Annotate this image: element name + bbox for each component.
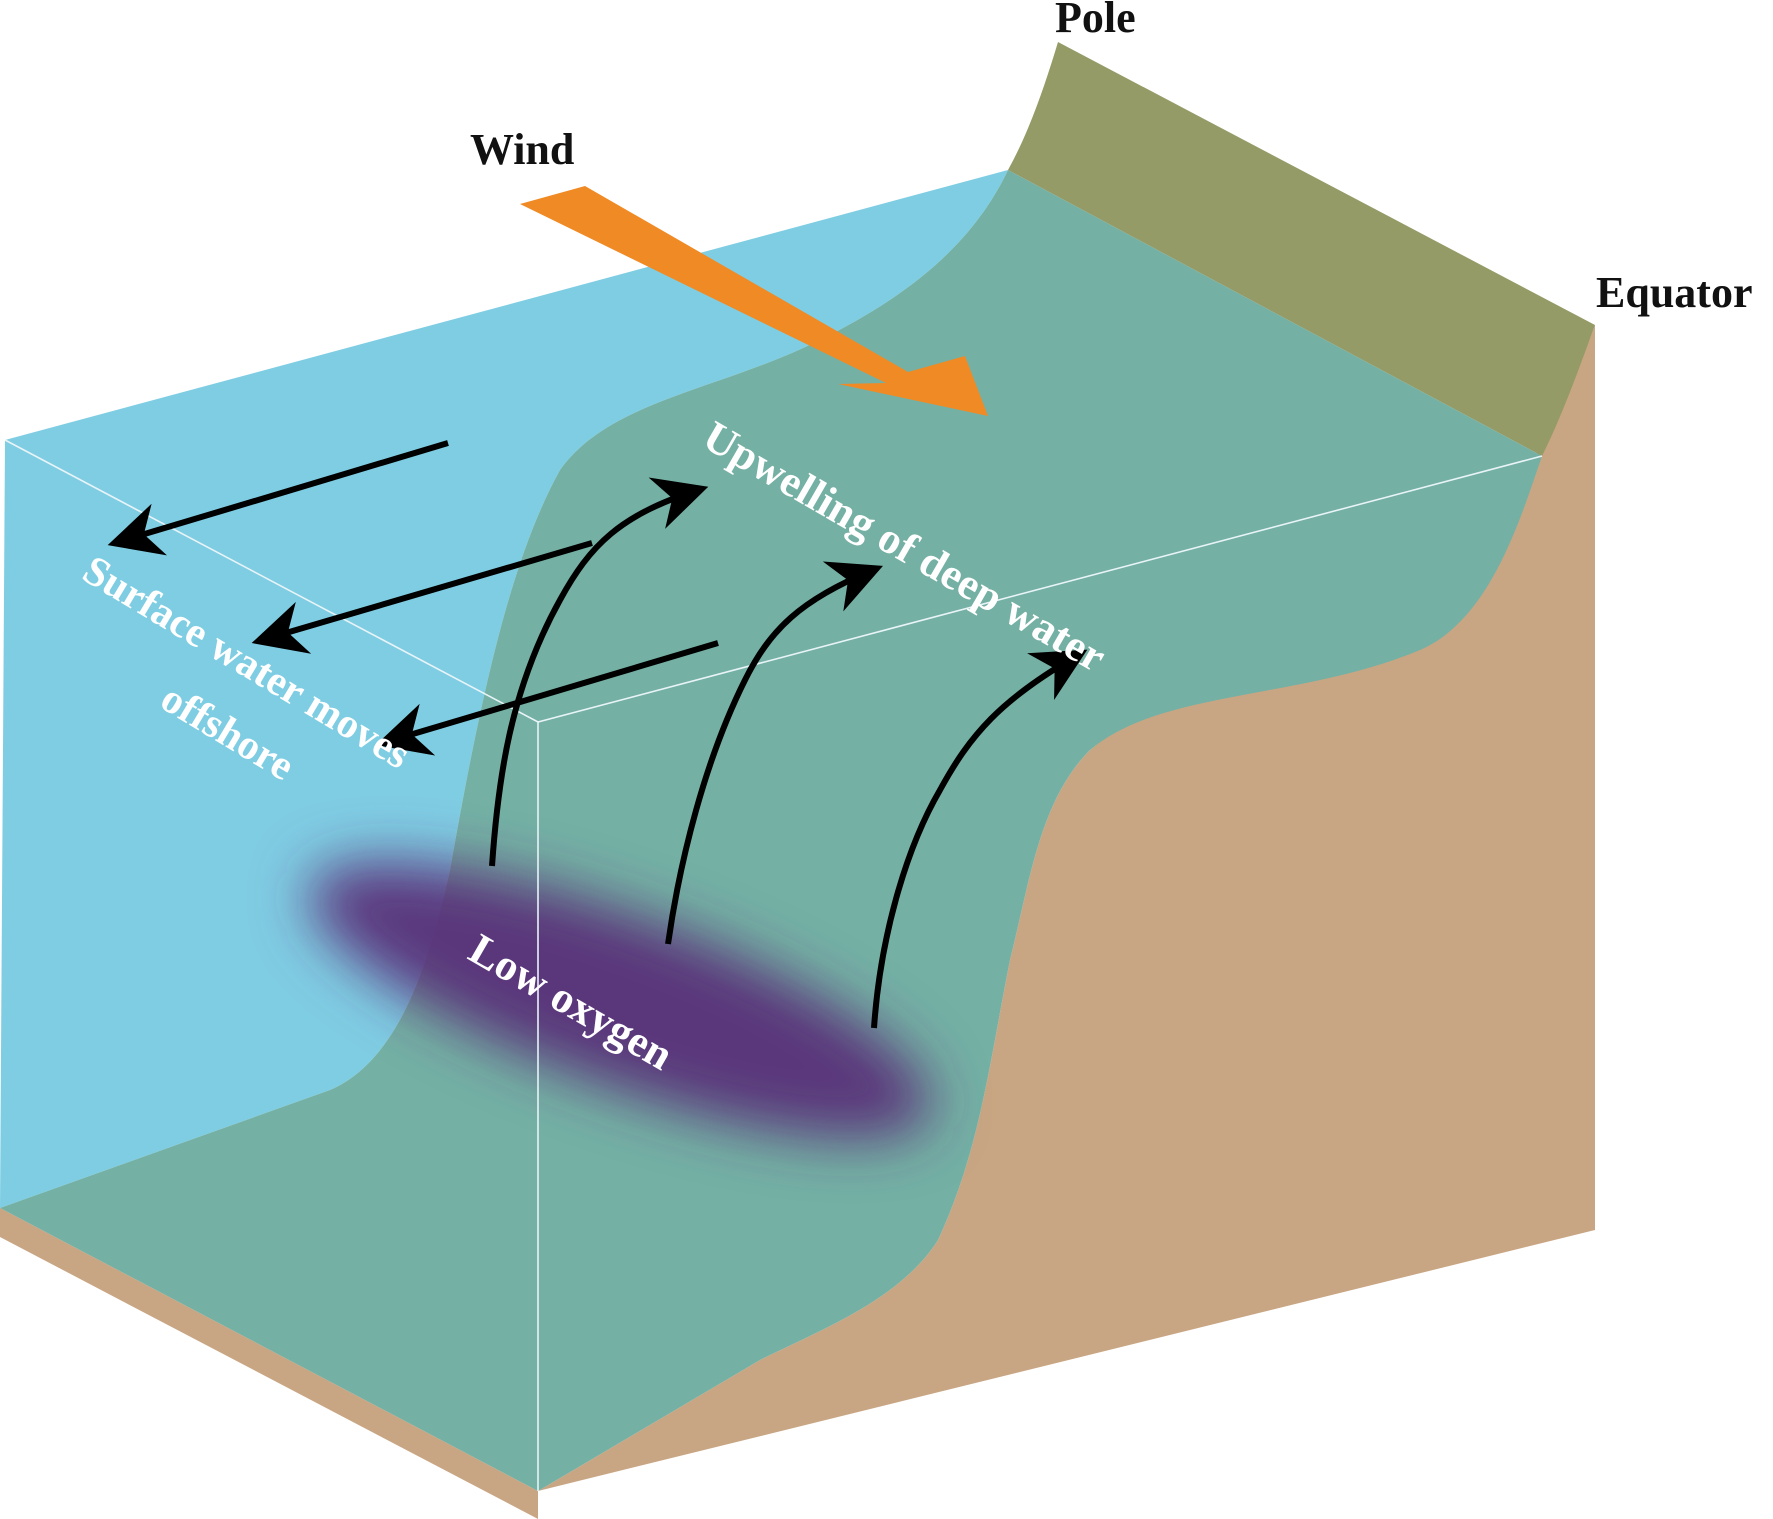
land-top [1008, 42, 1595, 456]
low-oxygen-zone [308, 861, 932, 1139]
upwelling-arrows [489, 477, 1088, 1029]
label-wind: Wind [470, 125, 574, 174]
upwelling-arrow-2 [665, 561, 883, 945]
surface-water [0, 170, 1008, 1208]
deep-water [0, 170, 1542, 1491]
upwelling-arrow-1 [489, 477, 709, 867]
upwelling-arrow-3 [871, 649, 1088, 1029]
box-edges [4, 439, 1543, 1491]
label-pole: Pole [1055, 0, 1136, 42]
label-equator: Equator [1596, 268, 1752, 317]
offshore-arrow-3 [375, 640, 719, 756]
seabed-bottom-strip [0, 1208, 538, 1519]
shelf-land-side [538, 325, 1595, 1491]
offshore-arrows [107, 440, 719, 756]
offshore-arrow-2 [251, 540, 593, 654]
offshore-arrow-1 [107, 440, 449, 556]
wind-arrow [520, 186, 988, 416]
